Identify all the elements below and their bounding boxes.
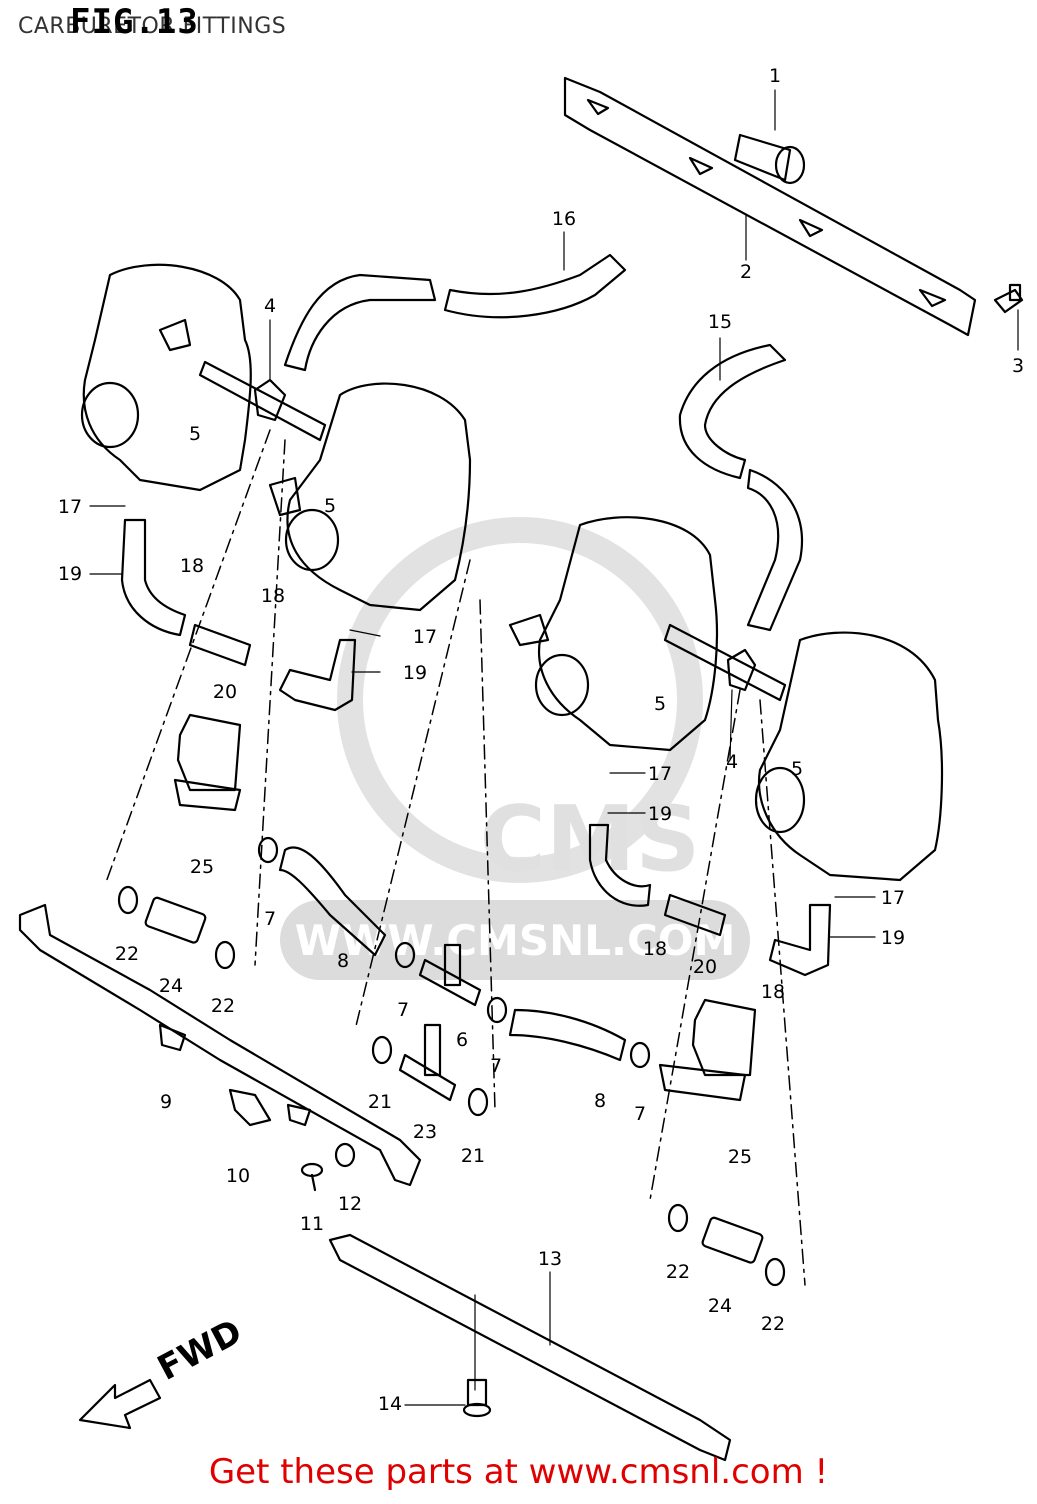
callout-label: 12 [338, 1193, 362, 1215]
hose-part-8a [278, 846, 387, 957]
callout-label: 4 [726, 751, 738, 773]
clamp-7d [629, 1041, 651, 1069]
callout-label: 18 [643, 938, 667, 960]
callout-label: 7 [397, 999, 409, 1021]
callout-label: 23 [413, 1121, 437, 1143]
callout-label: 13 [538, 1248, 562, 1270]
tee-fitting-6 [418, 943, 482, 1007]
lower-mounting-bracket [18, 903, 422, 1187]
callout-label: 8 [337, 950, 349, 972]
callout-label: 22 [211, 995, 235, 1017]
watermark-text: WWW.CMSNL.COM [295, 916, 736, 965]
hose-19d [768, 903, 832, 977]
callout-label: 20 [213, 681, 237, 703]
figure-title: FIG.13 [70, 2, 199, 42]
callout-label: 22 [115, 943, 139, 965]
hose-19b [278, 638, 357, 712]
callout-label: 4 [264, 295, 276, 317]
carburetor-2 [268, 382, 472, 612]
callout-label: 19 [403, 662, 427, 684]
callout-label: 24 [708, 1295, 732, 1317]
callout-label: 10 [226, 1165, 250, 1187]
get-parts-link[interactable]: Get these parts at www.cmsnl.com ! [208, 1452, 829, 1492]
callout-label: 19 [58, 563, 82, 585]
callout-label: 16 [552, 208, 576, 230]
filter-part-24a [144, 896, 207, 944]
forward-arrow [78, 1378, 162, 1430]
fitting-part-10 [228, 1088, 312, 1127]
callout-label: 22 [666, 1261, 690, 1283]
oring-21b [467, 1087, 489, 1117]
fitting-20a [188, 623, 252, 667]
callout-label: 2 [740, 261, 752, 283]
forward-direction-label: FWD [151, 1312, 248, 1389]
vent-hose [283, 253, 627, 372]
callout-label: 25 [190, 856, 214, 878]
oring-22c [667, 1203, 689, 1233]
callout-label: 22 [761, 1313, 785, 1335]
fitting-20b [663, 893, 727, 937]
callout-label: 11 [300, 1213, 324, 1235]
callout-label: 24 [159, 975, 183, 997]
upper-mounting-bracket [563, 76, 977, 337]
hose-part-8b [508, 1008, 627, 1062]
tee-fitting-23 [398, 1023, 457, 1102]
oring-22b [214, 940, 236, 970]
callout-label: 17 [413, 626, 437, 648]
callout-label: 18 [180, 555, 204, 577]
clamp-7c [486, 996, 508, 1024]
lower-bracket-bar [328, 1233, 732, 1462]
callout-label: 17 [881, 887, 905, 909]
callout-label: 9 [160, 1091, 172, 1113]
vent-hose-2 [678, 343, 803, 632]
lower-bolt [462, 1378, 492, 1418]
callout-label: 17 [648, 763, 672, 785]
filter-part-24b [701, 1216, 764, 1264]
callout-label: 8 [594, 1090, 606, 1112]
collar-part [733, 133, 806, 185]
callout-label: 19 [881, 927, 905, 949]
callout-label: 7 [634, 1103, 646, 1125]
callout-label: 25 [728, 1146, 752, 1168]
callout-label: 5 [189, 423, 201, 445]
callout-label: 17 [58, 496, 82, 518]
carburetor-1 [80, 263, 252, 492]
carburetor-3 [508, 516, 719, 752]
oring-21a [371, 1035, 393, 1065]
watermark-logo: WWW.CMSNL.COM CMS [280, 517, 750, 980]
callout-label: 19 [648, 803, 672, 825]
clamp-7b [394, 941, 416, 969]
carburetor-4 [754, 631, 944, 882]
callout-label: 18 [261, 585, 285, 607]
callout-label: 5 [654, 693, 666, 715]
bolt-part [993, 283, 1024, 314]
oring-22a [117, 885, 139, 915]
callout-label: 7 [490, 1055, 502, 1077]
joint-pipe-2 [663, 623, 787, 702]
figure-subtitle: CARBURETOR FITTINGS [18, 14, 287, 39]
callout-label: 14 [378, 1393, 402, 1415]
callout-label: 15 [708, 311, 732, 333]
hose-19a [120, 518, 187, 637]
clamp-7a [257, 836, 279, 864]
callout-label: 6 [456, 1029, 468, 1051]
callout-label: 5 [324, 495, 336, 517]
fuel-housing-1 [173, 713, 242, 812]
callout-label: 5 [791, 758, 803, 780]
callout-label: 21 [461, 1145, 485, 1167]
callout-label: 1 [769, 65, 781, 87]
callout-label: 21 [368, 1091, 392, 1113]
joint-pipe-1 [198, 360, 327, 442]
washer-part-12 [334, 1142, 356, 1168]
callout-label: 3 [1012, 355, 1024, 377]
oring-22d [764, 1257, 786, 1287]
fuel-housing-2 [658, 998, 757, 1102]
screw-part-11 [300, 1162, 324, 1192]
callout-label: 20 [693, 956, 717, 978]
callout-label: 7 [264, 908, 276, 930]
callout-label: 18 [761, 981, 785, 1003]
hose-19c [588, 823, 652, 907]
